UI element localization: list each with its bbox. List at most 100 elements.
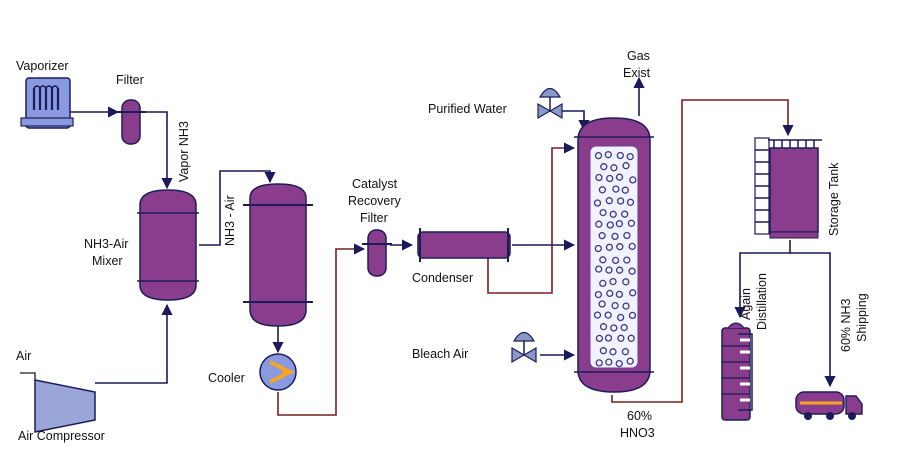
packing-bubble bbox=[595, 173, 603, 182]
packing-bubble bbox=[622, 162, 630, 170]
packing-bubble bbox=[605, 243, 614, 251]
packing-bubble bbox=[599, 256, 607, 264]
pipe-water-absorber bbox=[562, 110, 590, 132]
labels: Vaporizer Filter Vapor NH3 NH3 - Air NH3… bbox=[16, 49, 869, 443]
packing-bubble bbox=[620, 323, 628, 332]
label-gas-1: Gas bbox=[627, 49, 650, 63]
vaporizer-icon bbox=[20, 77, 74, 129]
label-again-2: Distillation bbox=[755, 273, 769, 330]
packing-bubble bbox=[595, 359, 603, 367]
label-storage-tank: Storage Tank bbox=[827, 162, 841, 236]
packing-bubble bbox=[611, 256, 620, 265]
packing-bubble bbox=[616, 243, 624, 251]
packing-bubble bbox=[605, 358, 613, 366]
packing-bubble bbox=[627, 219, 636, 227]
packing-bubble bbox=[606, 221, 614, 229]
packing-bubble bbox=[610, 324, 618, 332]
packing-bubble bbox=[626, 357, 634, 365]
packing-bubble bbox=[609, 348, 617, 356]
packing-bubble bbox=[604, 311, 612, 319]
label-again-1: Again bbox=[739, 288, 753, 320]
packing-bubble bbox=[609, 277, 617, 286]
label-catalyst-2: Recovery bbox=[348, 194, 402, 208]
valve-icon bbox=[511, 331, 537, 364]
packing-bubble bbox=[626, 198, 635, 206]
label-bleach-air: Bleach Air bbox=[412, 347, 468, 361]
packing-bubble bbox=[628, 267, 636, 275]
label-product-2: HNO3 bbox=[620, 426, 655, 440]
label-air-compressor: Air Compressor bbox=[18, 429, 105, 443]
packing-bubble bbox=[609, 210, 617, 218]
packing-bubble bbox=[599, 347, 608, 355]
packing-bubble bbox=[621, 186, 629, 194]
packing-bubble bbox=[627, 334, 635, 342]
packing-bubble bbox=[599, 279, 607, 288]
packing-bubble bbox=[615, 173, 624, 181]
label-mixer-2: Mixer bbox=[92, 254, 123, 268]
label-catalyst-1: Catalyst bbox=[352, 177, 398, 191]
distillation-column-icon bbox=[721, 322, 753, 421]
packing-bubbles bbox=[593, 151, 637, 368]
packing-bubble bbox=[616, 197, 625, 205]
label-gas-2: Exist bbox=[623, 66, 651, 80]
storage-tank-icon bbox=[754, 137, 822, 239]
packing-bubble bbox=[611, 232, 619, 241]
packing-bubble bbox=[629, 289, 637, 297]
pipe-storage-distillation bbox=[734, 240, 791, 319]
packing-bubble bbox=[621, 210, 629, 218]
packing-bubble bbox=[599, 208, 607, 217]
packing-bubble bbox=[623, 256, 631, 264]
pipe-condenser-absorber-low bbox=[487, 142, 576, 294]
label-filter: Filter bbox=[116, 73, 144, 87]
heat-exchanger-icon bbox=[259, 353, 297, 391]
packing-bubble bbox=[615, 290, 624, 299]
packing-bubble bbox=[622, 278, 630, 286]
label-mixer-1: NH3-Air bbox=[84, 237, 128, 251]
filter-icon bbox=[116, 99, 146, 145]
packing-bubble bbox=[621, 348, 630, 356]
packing-bubble bbox=[623, 231, 631, 240]
pipe-air-inlet bbox=[20, 372, 36, 380]
packing-bubble bbox=[598, 232, 606, 240]
pipes bbox=[20, 76, 836, 416]
packing-bubble bbox=[594, 152, 603, 160]
packing-bubble bbox=[604, 334, 613, 342]
pipe-compressor-mixer bbox=[95, 303, 173, 384]
packing-bubble bbox=[593, 311, 602, 319]
label-nh3-air: NH3 - Air bbox=[223, 195, 237, 246]
compressor-icon bbox=[34, 379, 96, 433]
packing-bubble bbox=[611, 301, 619, 310]
packing-bubble bbox=[629, 176, 637, 184]
reactor-vessel-icon bbox=[243, 183, 313, 327]
packing-bubble bbox=[600, 163, 608, 171]
label-shipping-1: 60% NH3 bbox=[839, 298, 853, 352]
label-vaporizer: Vaporizer bbox=[16, 59, 69, 73]
packing-bubble bbox=[593, 199, 602, 207]
packing-bubble bbox=[615, 359, 623, 368]
packing-bubble bbox=[628, 311, 637, 320]
label-condenser: Condenser bbox=[412, 271, 473, 285]
packing-bubble bbox=[616, 313, 625, 322]
packing-bubble bbox=[606, 174, 614, 183]
packing-bubble bbox=[605, 266, 613, 274]
packing-bubble bbox=[626, 152, 634, 161]
packing-bubble bbox=[617, 334, 625, 342]
condenser-icon bbox=[417, 228, 511, 262]
packing-bubble bbox=[605, 197, 613, 205]
tanker-truck-icon bbox=[795, 391, 863, 420]
pipe-mixer-reactor bbox=[199, 170, 276, 246]
packing-bubble bbox=[599, 323, 608, 331]
packing-bubble bbox=[598, 186, 607, 194]
packing-bubble bbox=[598, 300, 606, 308]
packing-bubble bbox=[595, 220, 603, 228]
pipe-storage-truck bbox=[790, 252, 836, 388]
packing-bubble bbox=[594, 244, 602, 253]
filter-icon bbox=[362, 229, 392, 277]
mixer-vessel-icon bbox=[137, 189, 199, 301]
pipe-filter-mixer bbox=[142, 111, 173, 190]
packing-bubble bbox=[610, 164, 618, 172]
valve-icon bbox=[537, 87, 563, 120]
packing-bubble bbox=[595, 334, 604, 343]
